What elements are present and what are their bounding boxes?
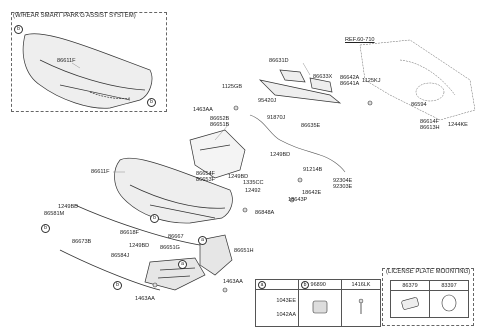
part-label: 1463AA — [135, 296, 155, 302]
part-label: 86651G — [160, 245, 180, 251]
part-label: 86618F — [120, 230, 139, 236]
part-label: 1463AA — [223, 279, 243, 285]
part-label: 86584J — [111, 253, 130, 259]
license-plate-table: 86379 83397 — [390, 280, 469, 318]
part-label: 86642A — [340, 75, 360, 81]
part-label: 86594 — [411, 102, 427, 108]
part-label: 86848A — [255, 210, 275, 216]
part-label: 86651H — [234, 248, 254, 254]
part-label: 1249BD — [58, 204, 79, 210]
license-col1: 86379 — [390, 280, 430, 291]
callout-b-circle: b — [150, 214, 159, 223]
wiring-harness — [249, 114, 346, 173]
part-label: 1244KE — [448, 122, 468, 128]
rear-bumper-cover-smart-park — [22, 33, 153, 109]
rear-bumper-beam — [258, 69, 342, 104]
smart-park-box-title: (W/REAR SMART PARK'G ASSIST SYSTEM) — [13, 13, 136, 19]
part-label: 1463AA — [193, 107, 213, 113]
part-label: 86611F — [91, 169, 110, 175]
lower-cover-right — [199, 234, 233, 276]
legend-table: a b 96890 1416LK 1043EE 1042AA — [255, 279, 381, 327]
part-label: 95420J — [258, 98, 277, 104]
part-label: 86654F — [196, 171, 215, 177]
part-label: 86635E — [301, 123, 321, 129]
grommet-icon — [312, 300, 328, 314]
legend-a-part-2: 1042AA — [276, 312, 296, 318]
part-label: 86581M — [44, 211, 65, 217]
lower-skid-plate — [144, 257, 206, 291]
part-label: 86611F — [57, 58, 76, 64]
part-label: 1249BD — [270, 152, 291, 158]
legend-a-part-1: 1043EE — [276, 298, 296, 304]
part-label: 1125KJ — [362, 78, 381, 84]
part-label: 86653F — [196, 177, 215, 183]
part-label: 1249BD — [129, 243, 150, 249]
license-plate-title: (LICENSE PLATE MOUNTING) — [386, 269, 471, 275]
part-label: 18643P — [288, 197, 308, 203]
part-label: 92303E — [333, 184, 353, 190]
ref-label: REF.60-710 — [345, 37, 375, 43]
part-label: 91870J — [267, 115, 286, 121]
license-col2: 83397 — [429, 280, 469, 291]
part-label: 86641A — [340, 81, 360, 87]
legend-b-col2: 1416LK — [341, 279, 381, 290]
quarter-panel-ref — [359, 39, 476, 121]
fasteners — [152, 100, 373, 293]
callout-b-circle: b — [113, 281, 122, 290]
part-label: 86614F — [420, 119, 439, 125]
callout-b-circle: b — [41, 224, 50, 233]
part-label: 86613H — [420, 125, 440, 131]
screw-icon — [358, 298, 364, 314]
part-label: 18642E — [302, 190, 322, 196]
part-label: 86631D — [269, 58, 289, 64]
part-label: 92304E — [333, 178, 353, 184]
bumper-side-bracket — [189, 129, 246, 179]
legend-b-col1: 96890 — [310, 281, 326, 288]
part-label: 12492 — [245, 188, 261, 194]
callout-a-circle: a — [178, 260, 187, 269]
part-label: 86633X — [313, 74, 333, 80]
lower-strip — [59, 249, 161, 291]
rear-bumper-cover — [114, 157, 233, 224]
plug-icon — [441, 294, 457, 312]
part-label: 1335CC — [243, 180, 264, 186]
callout-b-circle: b — [147, 98, 156, 107]
callout-b-circle: b — [14, 25, 23, 34]
license-plate-box — [382, 268, 474, 326]
part-label: 86651B — [210, 122, 230, 128]
part-label: 91214B — [303, 167, 323, 173]
callout-a-circle: a — [198, 236, 207, 245]
part-label: 1125GB — [222, 84, 243, 90]
part-label: 1249BD — [228, 174, 249, 180]
part-label: 86652B — [210, 116, 230, 122]
part-label: 86673B — [72, 239, 92, 245]
legend-a-circle: a — [258, 280, 266, 289]
bumper-strip — [74, 204, 201, 246]
leader-lines — [71, 62, 311, 179]
part-label: 86667 — [168, 234, 184, 240]
pad-icon — [401, 297, 419, 310]
legend-b-circle: b — [301, 280, 309, 289]
smart-park-variant-box — [11, 12, 167, 112]
